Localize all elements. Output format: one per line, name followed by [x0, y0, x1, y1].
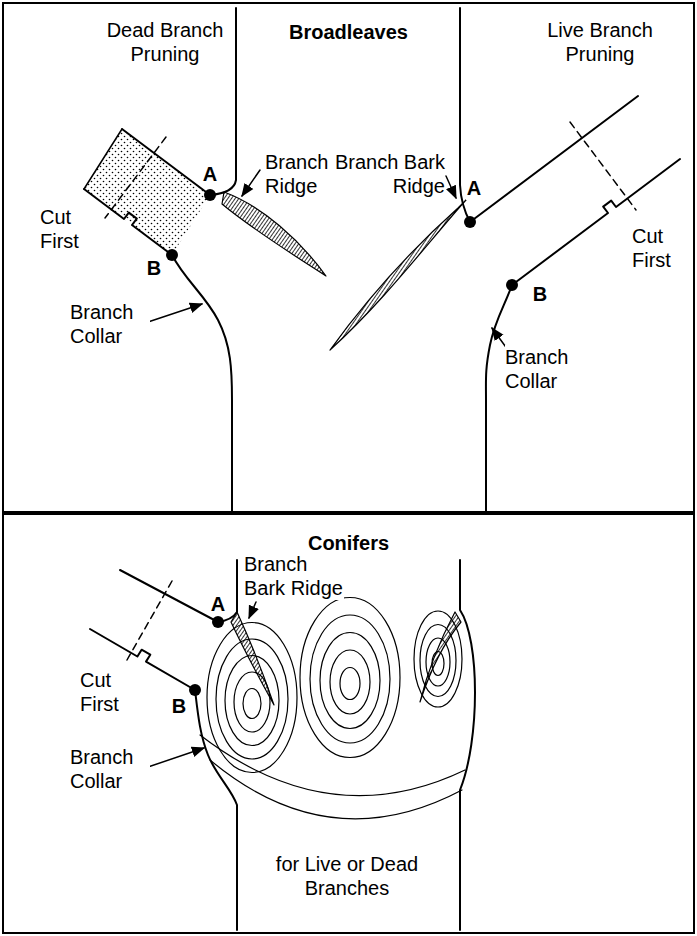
growth-ring — [340, 668, 360, 700]
leader-arrow — [249, 602, 256, 618]
dead-branch-stub — [84, 129, 210, 255]
branch-collar-outline — [172, 255, 232, 512]
part-label: Dead Branch Pruning — [95, 18, 235, 66]
point-marker — [212, 616, 224, 628]
growth-ring — [414, 611, 462, 707]
growth-ring — [320, 633, 380, 729]
branch-outline — [122, 129, 210, 195]
growth-ring — [210, 760, 462, 819]
point-letter: A — [466, 176, 482, 200]
point-marker — [189, 684, 201, 696]
part-label: Live Branch Pruning — [530, 18, 670, 66]
part-label: Branch Collar — [70, 300, 150, 348]
part-label: for Live or Dead Branches — [272, 852, 422, 900]
part-label: Cut First — [80, 668, 140, 716]
point-letter: B — [530, 282, 550, 306]
stem-outline — [460, 560, 475, 930]
branch-collar-outline — [195, 690, 237, 930]
point-marker — [204, 189, 216, 201]
point-letter: A — [210, 592, 226, 616]
growth-ring — [243, 689, 261, 719]
part-label: Cut First — [632, 224, 688, 272]
point-letter: B — [144, 256, 164, 280]
leader-arrow — [242, 170, 260, 196]
branch-bark-ridge — [330, 200, 466, 350]
growth-ring — [330, 650, 370, 714]
cut-line — [570, 122, 636, 210]
leader-arrow — [148, 304, 202, 322]
cut-line — [105, 137, 166, 218]
leader-arrow — [148, 748, 204, 767]
point-letter: B — [170, 694, 188, 718]
point-marker — [166, 249, 178, 261]
branch-bark-ridge — [231, 612, 274, 705]
part-label: Branch Bark Ridge — [244, 552, 344, 600]
point-marker — [464, 216, 476, 228]
branch-bark-ridge — [420, 612, 461, 702]
growth-ring — [310, 615, 390, 743]
branch-outline — [120, 570, 218, 622]
branch-collar-outline — [486, 285, 512, 512]
leader-arrow — [446, 176, 456, 198]
stub-end — [84, 129, 122, 189]
growth-rings — [207, 598, 462, 773]
part-label: Branch Collar — [70, 745, 150, 793]
panel-heading: Conifers — [4, 531, 693, 555]
growth-ring — [200, 735, 465, 796]
part-label: Branch Collar — [505, 345, 585, 393]
growth-ring — [426, 638, 450, 686]
growth-ring — [300, 598, 400, 758]
panel-box: Broadleaves — [2, 2, 695, 513]
point-letter: A — [202, 162, 218, 186]
part-label: Cut First — [40, 205, 100, 253]
part-label: Branch Bark Ridge — [330, 150, 445, 198]
point-marker — [506, 279, 518, 291]
branch-bark-ridge — [222, 192, 326, 276]
cut-line — [127, 581, 172, 660]
